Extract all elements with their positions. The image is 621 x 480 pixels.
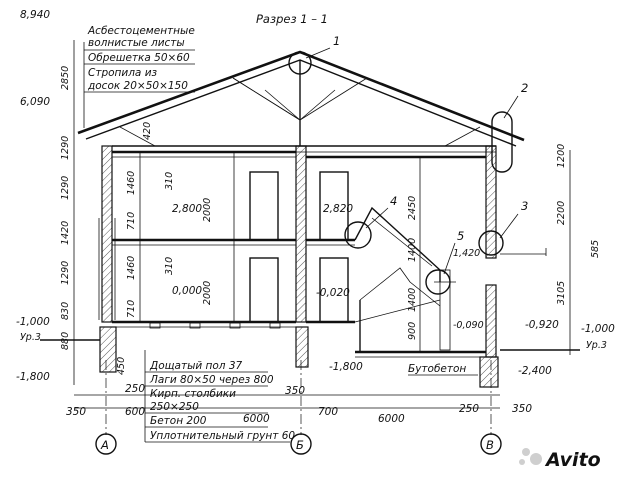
floor-note-5: Бетон 200 <box>150 415 207 427</box>
floor-notes <box>144 350 290 443</box>
butobeton-label: Бутобетон <box>408 363 466 375</box>
roof-note-4: Стропила из <box>88 67 158 79</box>
level-mark-6090: 6,090 <box>20 96 50 108</box>
section-title: Разрез 1 – 1 <box>256 12 328 26</box>
inner-dim-420: 420 <box>142 122 153 140</box>
callout-1: 1 <box>333 34 340 48</box>
axis-markers <box>95 433 502 455</box>
callout-5: 5 <box>457 229 464 243</box>
watermark-logo: Avito <box>519 448 601 471</box>
left-dim-1290-c: 1290 <box>60 261 71 285</box>
roof <box>77 50 525 173</box>
bottom-dim-700: 700 <box>318 406 338 418</box>
inner-dim-1400-b: 1400 <box>407 288 418 312</box>
bottom-dim-350-c: 350 <box>512 403 532 415</box>
floor-note-2: Лаги 80×50 через 800 <box>149 374 274 386</box>
axis-label-a: А <box>100 438 109 452</box>
level-mark-m1800-left: -1,800 <box>16 371 50 383</box>
level-mark-0000: 0,000 <box>172 285 202 297</box>
level-mark-8940: 8,940 <box>20 9 50 21</box>
floor-note-3: Кирп. столбики <box>150 388 236 400</box>
level-mark-m0090: -0,090 <box>453 320 484 331</box>
level-mark-2800: 2,800 <box>172 203 202 215</box>
right-dim-585: 585 <box>590 240 601 258</box>
axis-lines <box>105 360 492 435</box>
stairs <box>344 206 504 352</box>
level-mark-m1000-right: -1,000 <box>581 323 615 335</box>
inner-dim-1400-a: 1400 <box>407 238 418 262</box>
roof-notes <box>83 42 195 128</box>
level-mark-m2400: -2,400 <box>518 365 552 377</box>
left-dim-2850: 2850 <box>60 66 71 90</box>
bottom-dim-600: 600 <box>125 406 145 418</box>
bottom-dim-6000-a: 6000 <box>243 413 270 425</box>
ur-label-right: Ур.3 <box>586 340 607 351</box>
roof-note-1: Асбестоцементные <box>87 25 195 37</box>
inner-dim-2450: 2450 <box>407 196 418 220</box>
left-dim-1290-a: 1290 <box>60 136 71 160</box>
inner-dim-310-a: 310 <box>164 172 175 190</box>
inner-dim-900: 900 <box>407 322 418 340</box>
level-mark-m1800-inner: -1,800 <box>329 361 363 373</box>
left-dim-880: 880 <box>60 332 71 350</box>
doors <box>233 152 349 323</box>
inner-dim-710-a: 710 <box>126 212 137 230</box>
left-dim-1290-b: 1290 <box>60 176 71 200</box>
bottom-dim-350-a: 350 <box>66 406 86 418</box>
bottom-dim-250-a: 250 <box>125 383 145 395</box>
bottom-dim-350-b: 350 <box>285 385 305 397</box>
left-dim-450: 450 <box>116 357 127 375</box>
left-dim-1420: 1420 <box>60 221 71 245</box>
walls <box>98 145 497 358</box>
floor-note-6: Уплотнительный грунт 60 <box>150 430 295 442</box>
inner-dim-2000-a: 2000 <box>202 198 213 222</box>
roof-note-5: досок 20×50×150 <box>87 80 188 92</box>
level-mark-1420: 1,420 <box>453 248 480 259</box>
bottom-dim-250-b: 250 <box>459 403 479 415</box>
right-dim-1200: 1200 <box>556 144 567 168</box>
inner-dim-1460-a: 1460 <box>126 171 137 195</box>
inner-dim-310-b: 310 <box>164 257 175 275</box>
foundation <box>40 248 580 388</box>
axis-label-v: В <box>486 438 494 452</box>
bottom-dim-6000-b: 6000 <box>378 413 405 425</box>
roof-note-2: волнистые листы <box>88 37 185 49</box>
level-mark-2820: 2,820 <box>323 203 353 215</box>
inner-dim-710-b: 710 <box>126 300 137 318</box>
right-dim-3105: 3105 <box>556 281 567 305</box>
floor-note-1: Дощатый пол 37 <box>149 360 243 372</box>
level-mark-m0920: -0,920 <box>525 319 559 331</box>
right-dim-2200: 2200 <box>556 201 567 225</box>
level-mark-m0020: -0,020 <box>316 287 350 299</box>
level-mark-m1000-left: -1,000 <box>16 316 50 328</box>
axis-label-b: Б <box>296 438 304 452</box>
ur-label-left: Ур.3 <box>20 332 41 343</box>
roof-note-3: Обрешетка 50×60 <box>88 52 190 64</box>
inner-dim-2000-b: 2000 <box>202 281 213 305</box>
inner-dim-1460-b: 1460 <box>126 256 137 280</box>
callout-4: 4 <box>390 194 397 208</box>
left-dim-830: 830 <box>60 302 71 320</box>
callout-2: 2 <box>521 81 528 95</box>
floor-note-4: 250×250 <box>150 401 199 413</box>
watermark-text: Avito <box>544 449 601 471</box>
callout-3: 3 <box>521 199 528 213</box>
